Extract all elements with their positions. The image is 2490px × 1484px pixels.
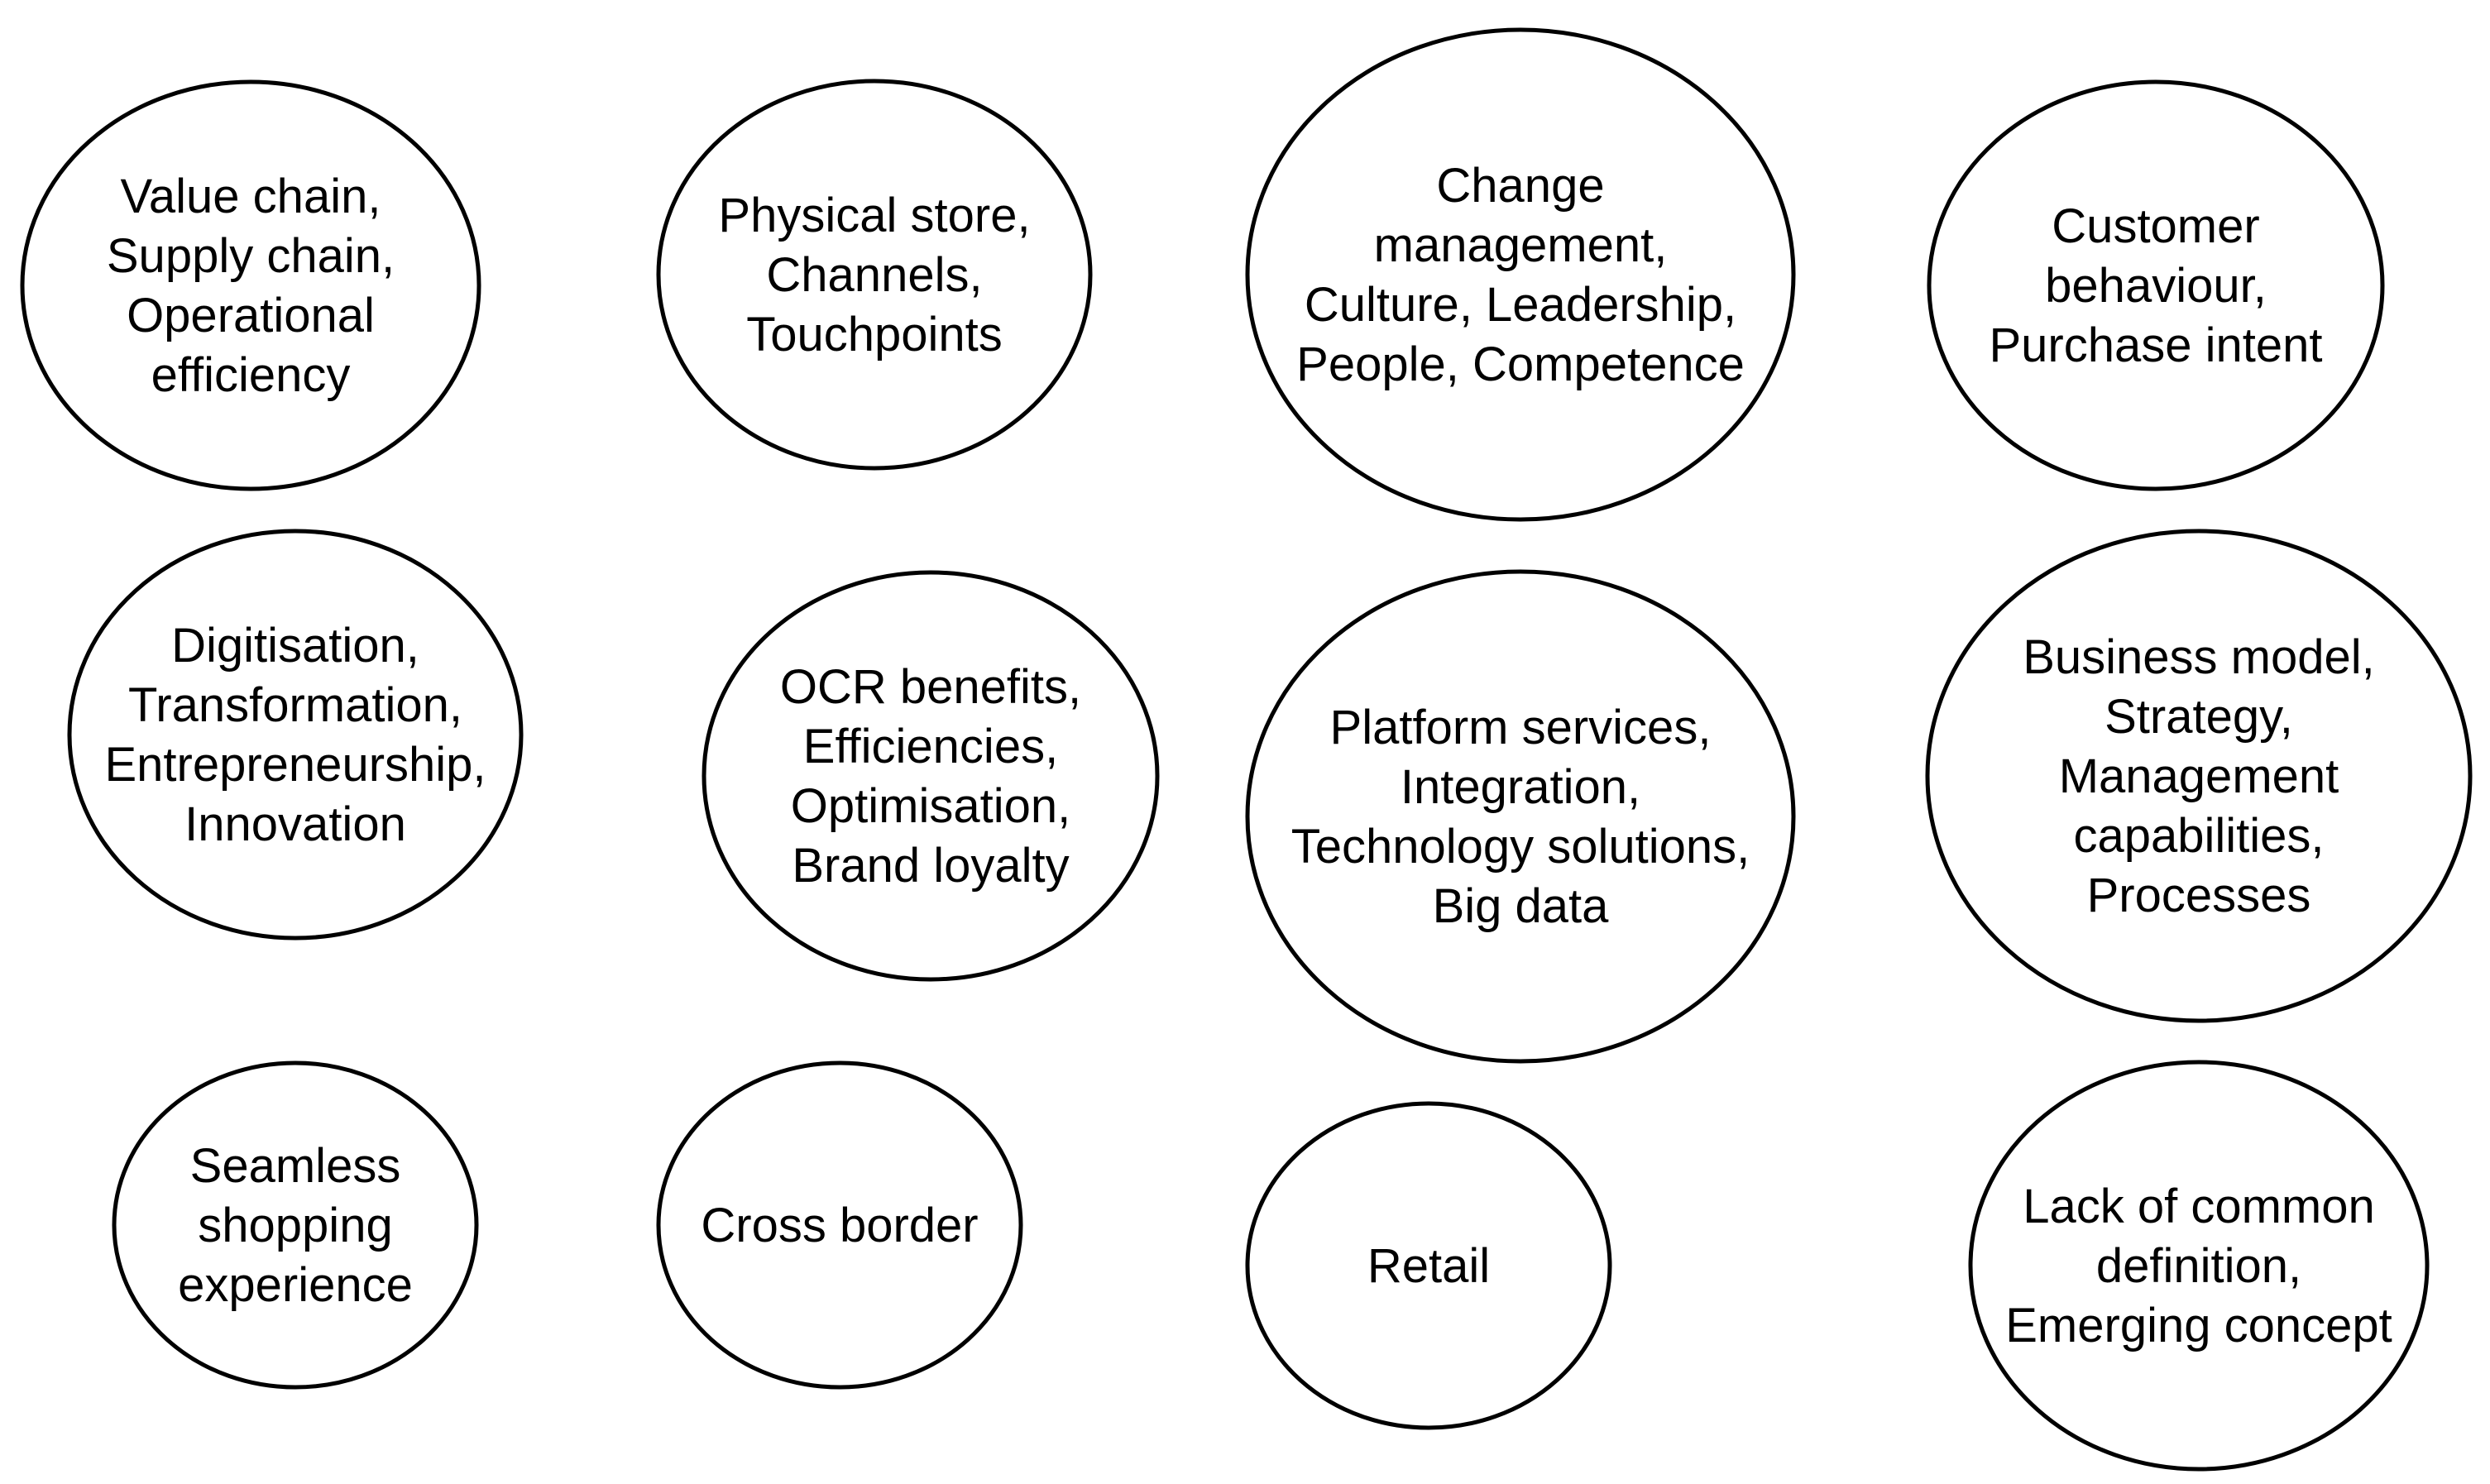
business-model-line-2: Strategy, [2105,690,2293,744]
bubble-platform-services: Platform services, Integration, Technology… [1245,569,1796,1064]
change-management-line-4: People, Competence [1296,337,1745,391]
bubble-retail-label: Retail [1367,1239,1490,1293]
platform-services-line-3: Technology solutions, [1291,820,1750,874]
bubble-platform-services-outline [1245,569,1796,1064]
retail-line-1: Retail [1367,1239,1490,1293]
value-chain-line-4: efficiency [151,348,351,402]
bubble-business-model: Business model, Strategy,Management capabi… [1925,529,2473,1023]
bubble-digitisation: Digitisation,Transformation, Entrepreneur… [67,529,524,941]
customer-behaviour-line-2: behaviour, [2045,259,2267,313]
business-model-line-1: Business model, [2023,630,2375,684]
value-chain-line-1: Value chain, [121,170,381,223]
bubble-physical-store: Physical store, Channels, Touchpoints [656,79,1093,471]
business-model-line-5: Processes [2087,869,2311,922]
digitisation-line-2: Transformation, [128,678,462,732]
value-chain-line-3: Operational [127,289,375,342]
bubble-digitisation-label: Digitisation,Transformation, Entrepreneur… [104,619,486,851]
bubble-lack-of-definition-label: Lack of common definition, Emerging concep… [2005,1180,2392,1352]
ocr-benefits-line-1: OCR benefits, [780,660,1081,714]
seamless-shopping-line-1: Seamless [190,1139,401,1193]
physical-store-line-1: Physical store, [718,189,1030,242]
bubble-physical-store-label: Physical store, Channels, Touchpoints [718,189,1030,361]
change-management-line-3: Culture, Leadership, [1305,278,1736,332]
physical-store-line-2: Channels, [766,248,982,302]
bubble-physical-store-outline [656,79,1093,471]
bubble-value-chain-label: Value chain, Supply chain, Operational effi… [107,170,395,402]
seamless-shopping-line-3: experience [178,1258,413,1312]
bubble-business-model-label: Business model, Strategy,Management capabi… [2023,630,2375,922]
bubble-ocr-benefits-outline [702,570,1160,982]
business-model-line-4: capabilities, [2073,809,2324,863]
seamless-shopping-line-2: shopping [198,1199,392,1252]
bubble-ocr-benefits: OCR benefits, Efficiencies, Optimisation, B… [702,570,1160,982]
platform-services-line-1: Platform services, [1330,701,1712,754]
digitisation-line-3: Entrepreneurship, [104,738,486,792]
digitisation-line-1: Digitisation, [171,619,419,673]
business-model-line-3: Management [2059,749,2339,803]
physical-store-line-3: Touchpoints [746,308,1003,361]
bubble-seamless-shopping-label: Seamless shopping experience [178,1139,413,1312]
ocr-benefits-line-4: Brand loyalty [792,839,1069,893]
customer-behaviour-line-3: Purchase intent [1989,318,2322,372]
lack-of-definition-line-3: Emerging concept [2005,1299,2392,1352]
change-management-line-2: management, [1374,218,1668,272]
bubble-customer-behaviour-label: Customer behaviour,Purchase intent [1989,199,2322,372]
value-chain-line-2: Supply chain, [107,229,395,283]
lack-of-definition-line-2: definition, [2096,1239,2301,1293]
bubble-retail-outline [1245,1101,1612,1430]
ocr-benefits-line-2: Efficiencies, [803,720,1058,773]
bubble-platform-services-label: Platform services, Integration, Technology… [1291,701,1750,933]
bubble-cross-border-outline [656,1060,1023,1390]
customer-behaviour-line-1: Customer [2052,199,2259,253]
bubble-business-model-outline [1925,529,2473,1023]
cross-border-line-1: Cross border [701,1199,978,1252]
bubble-customer-behaviour-outline [1927,79,2385,491]
bubble-cross-border-label: Cross border [701,1199,978,1252]
bubble-lack-of-definition: Lack of common definition, Emerging concep… [1968,1060,2430,1472]
bubble-lack-of-definition-outline [1968,1060,2430,1472]
digitisation-line-4: Innovation [184,797,406,851]
bubble-retail: Retail [1245,1101,1612,1430]
bubble-seamless-shopping-outline [112,1060,479,1390]
ocr-benefits-line-3: Optimisation, [791,779,1070,833]
bubble-ocr-benefits-label: OCR benefits, Efficiencies, Optimisation, B… [780,660,1081,893]
platform-services-line-2: Integration, [1401,760,1640,814]
lack-of-definition-line-1: Lack of common [2023,1180,2375,1233]
bubble-cross-border: Cross border [656,1060,1023,1390]
bubble-value-chain-outline [20,79,481,491]
platform-services-line-4: Big data [1433,879,1610,933]
change-management-line-1: Change [1436,159,1604,213]
bubble-customer-behaviour: Customer behaviour,Purchase intent [1927,79,2385,491]
bubble-seamless-shopping: Seamless shopping experience [112,1060,479,1390]
bubble-digitisation-outline [67,529,524,941]
bubble-change-management-outline [1245,27,1796,522]
bubble-value-chain: Value chain, Supply chain, Operational effi… [20,79,481,491]
